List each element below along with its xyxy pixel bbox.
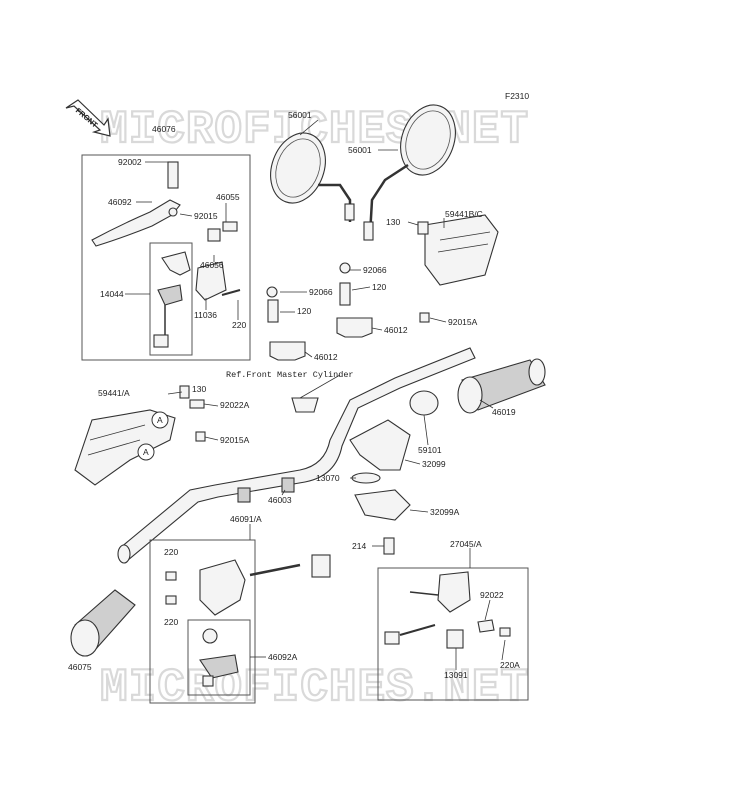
label-220a2: 220A <box>500 660 520 670</box>
leader-lines <box>125 119 506 670</box>
label-59441bc: 59441B/C <box>445 209 483 219</box>
label-92015a2: 92015A <box>220 435 250 445</box>
label-46092: 46092 <box>108 197 132 207</box>
label-59101: 59101 <box>418 445 442 455</box>
left-handguard: A A <box>74 385 206 486</box>
reference-note: Ref.Front Master Cylinder <box>226 370 354 380</box>
left-switch-assembly <box>165 554 331 687</box>
label-214: 214 <box>352 541 366 551</box>
label-46056: 46056 <box>200 260 224 270</box>
label-46076: 46076 <box>152 124 176 134</box>
mirror-right <box>363 104 456 241</box>
label-32099a: 32099A <box>430 507 460 517</box>
label-46012a: 46012 <box>384 325 408 335</box>
label-220a: 220 <box>232 320 246 330</box>
dimmer-subgroup-box <box>187 619 251 696</box>
label-130a: 130 <box>386 217 400 227</box>
clamp-upper <box>336 317 373 338</box>
left-switch-box <box>149 539 256 704</box>
throttle-housing <box>291 390 439 555</box>
label-92022a: 92022A <box>220 400 250 410</box>
watermark-bottom: MICROFICHES.NET <box>100 662 529 714</box>
label-56001a: 56001 <box>288 110 312 120</box>
clutch-lever <box>91 161 241 348</box>
switch-subgroup-box <box>149 242 193 356</box>
label-120b: 120 <box>297 306 311 316</box>
label-46012b: 46012 <box>314 352 338 362</box>
callout-a-2: A <box>143 447 149 457</box>
label-56001b: 56001 <box>348 145 372 155</box>
mirror-left <box>270 132 355 222</box>
label-92066b: 92066 <box>309 287 333 297</box>
label-46055: 46055 <box>216 192 240 202</box>
left-grip <box>70 589 136 657</box>
kill-switch-assembly <box>384 571 511 649</box>
label-46019: 46019 <box>492 407 516 417</box>
label-46075: 46075 <box>68 662 92 672</box>
label-13070: 13070 <box>316 473 340 483</box>
label-92066a: 92066 <box>363 265 387 275</box>
label-92022: 92022 <box>480 590 504 600</box>
right-switch-housing <box>266 214 499 323</box>
label-120a: 120 <box>372 282 386 292</box>
label-46092a: 46092A <box>268 652 298 662</box>
label-46003: 46003 <box>268 495 292 505</box>
label-92015a1: 92015A <box>448 317 478 327</box>
label-220b: 220 <box>164 547 178 557</box>
figure-code: F2310 <box>505 91 529 101</box>
label-92015: 92015 <box>194 211 218 221</box>
label-14044: 14044 <box>100 289 124 299</box>
label-11036: 11036 <box>194 310 217 320</box>
lever-group-box <box>81 154 251 361</box>
callout-a-1: A <box>157 415 163 425</box>
kill-switch-box <box>377 567 529 701</box>
label-13091: 13091 <box>444 670 468 680</box>
label-220c: 220 <box>164 617 178 627</box>
label-59441a: 59441/A <box>98 388 130 398</box>
clamp-lower <box>269 341 306 361</box>
handlebar <box>119 347 476 561</box>
label-27045a: 27045/A <box>450 539 482 549</box>
throttle-grip <box>457 358 546 414</box>
label-130b: 130 <box>192 384 206 394</box>
label-92002: 92002 <box>118 157 142 167</box>
label-32099: 32099 <box>422 459 446 469</box>
label-46091a: 46091/A <box>230 514 262 524</box>
